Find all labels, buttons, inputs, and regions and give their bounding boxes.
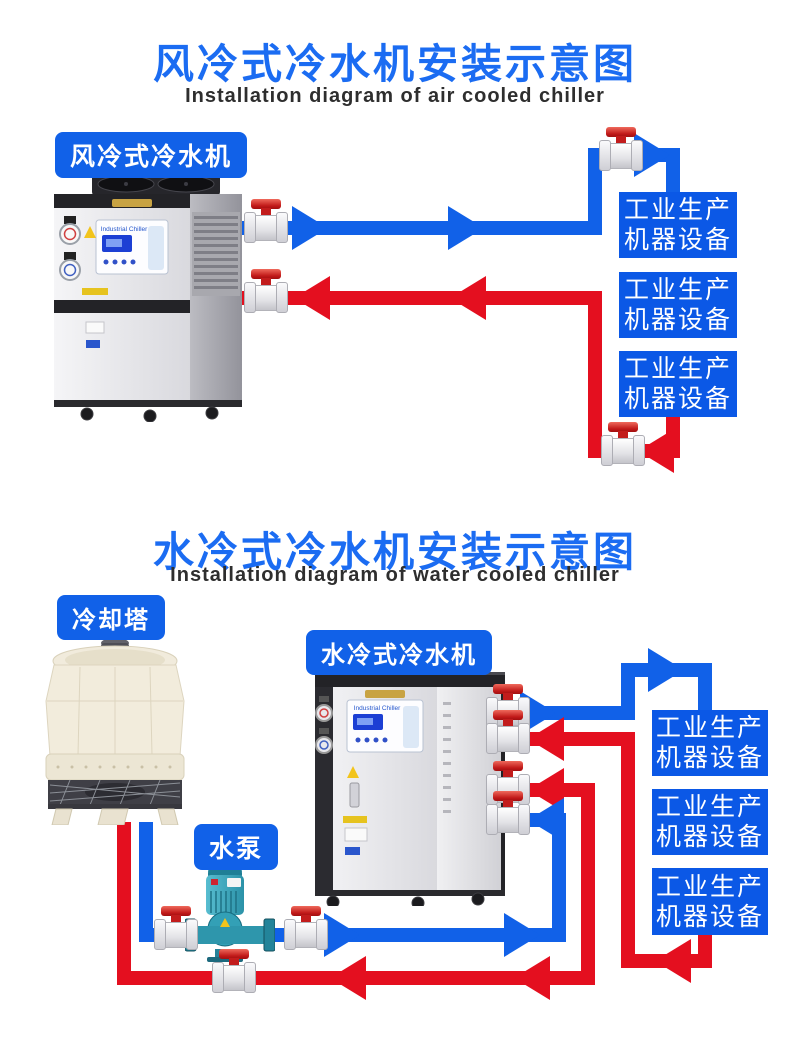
equipment-box-line1: 工业生产 [655, 714, 764, 742]
equipment-box: 工业生产 机器设备 [619, 272, 737, 338]
equipment-box-line1: 工业生产 [655, 793, 764, 821]
base-frame [54, 400, 242, 407]
pump-pipe [189, 926, 271, 944]
flow-arrow-left [450, 276, 486, 320]
mid-frame [54, 300, 190, 313]
equipment-box-line2: 机器设备 [623, 385, 732, 413]
side-vents [443, 702, 451, 813]
equipment-box-line2: 机器设备 [655, 902, 764, 931]
diagram1-subtitle: Installation diagram of air cooled chill… [185, 85, 605, 107]
flow-arrow-left [655, 939, 691, 983]
base-frame [315, 890, 505, 896]
ball-valve-icon [601, 422, 645, 466]
sticker-white [85, 321, 105, 334]
casters [326, 892, 485, 906]
diagram2-title: 水冷式冷水机安装示意图 [153, 529, 637, 575]
ball-valve-icon [486, 710, 530, 754]
pump-label: 水泵 [194, 824, 279, 870]
pipe-supply-drop-d2 [698, 663, 712, 712]
equipment-box: 工业生产 机器设备 [619, 351, 737, 417]
flow-arrow-right [448, 206, 484, 250]
tower-legs [51, 808, 179, 825]
flow-arrow-left [294, 276, 330, 320]
brand-logo [112, 199, 152, 207]
flow-arrow-left [528, 798, 564, 842]
door-handle [349, 782, 360, 808]
equipment-box-line2: 机器设备 [623, 306, 732, 334]
sticker-blue [345, 847, 360, 855]
tower-mesh [48, 779, 182, 806]
equipment-box-line1: 工业生产 [623, 196, 732, 224]
condenser-louvers [192, 212, 240, 296]
flow-arrow-left [514, 956, 550, 1000]
sticker-yellow [343, 816, 367, 823]
diagram2-subtitle: Installation diagram of water cooled chi… [170, 564, 620, 586]
pipe-condenser-riser-d2 [581, 797, 595, 985]
pipe-return-drop-d2 [698, 935, 712, 968]
ball-valve-icon [284, 906, 328, 950]
warning-triangle-icon [84, 226, 96, 238]
ball-valve-icon [244, 199, 288, 243]
pipe-supply-riser-d1 [588, 148, 602, 235]
equipment-box: 工业生产 机器设备 [652, 710, 768, 776]
pump-nameplate [227, 878, 241, 887]
sticker-yellow [82, 288, 108, 295]
pressure-gauges [315, 696, 333, 754]
equipment-box-line2: 机器设备 [655, 823, 764, 851]
equipment-box-line1: 工业生产 [623, 276, 732, 304]
equipment-box: 工业生产 机器设备 [619, 192, 737, 258]
warning-triangle-icon [347, 766, 359, 778]
flow-arrow-right [504, 913, 540, 957]
ball-valve-icon [244, 269, 288, 313]
cooling-tower-label: 冷却塔 [57, 595, 165, 640]
pipe-return-riser-d1 [588, 291, 602, 458]
flow-arrow-right [648, 648, 684, 692]
control-panel: Industrial Chiller [95, 219, 169, 275]
flow-arrow-right [292, 206, 328, 250]
pipe-tower-red-riser-d2 [117, 822, 131, 985]
equipment-box-line2: 机器设备 [655, 744, 764, 772]
casters [80, 406, 219, 422]
flow-arrow-right [324, 913, 360, 957]
pump-flange-right [263, 918, 275, 952]
flow-arrow-left [330, 956, 366, 1000]
cooling-tower-image [45, 638, 185, 825]
equipment-box-line1: 工业生产 [655, 872, 764, 901]
rivets [56, 765, 172, 769]
top-frame [315, 675, 505, 687]
pipe-return-riser-d2 [621, 746, 635, 968]
pipe-supply-main-d1 [240, 221, 602, 235]
panel-brand-text: Industrial Chiller [354, 705, 401, 712]
diagram1-title: 风冷式冷水机安装示意图 [153, 41, 637, 87]
brand-logo [365, 690, 405, 698]
pump-label-red [211, 879, 218, 885]
equipment-box-line2: 机器设备 [623, 226, 732, 254]
water-chiller-label: 水冷式冷水机 [306, 630, 492, 675]
ball-valve-icon [154, 906, 198, 950]
equipment-box: 工业生产 机器设备 [652, 789, 768, 855]
control-panel: Industrial Chiller [346, 699, 424, 753]
equipment-box: 工业生产 机器设备 [652, 868, 768, 935]
pressure-gauges [59, 216, 81, 281]
sticker-white [344, 827, 368, 842]
flow-arrow-left [528, 717, 564, 761]
air-chiller-label: 风冷式冷水机 [55, 132, 248, 178]
pipe-pump-riser-d2 [552, 827, 566, 942]
panel-brand-text: Industrial Chiller [101, 226, 148, 233]
ball-valve-icon [599, 127, 643, 171]
ball-valve-icon [212, 949, 256, 993]
equipment-box-line1: 工业生产 [623, 355, 732, 383]
water-cooled-chiller-image: Industrial Chiller [315, 672, 505, 906]
sticker-blue [86, 340, 100, 348]
pipe-tower-blue-riser-d2 [139, 822, 153, 942]
warning-triangle-icon [220, 918, 230, 927]
motor-fins [210, 891, 237, 913]
pipe-return-main-d1 [240, 291, 602, 305]
air-cooled-chiller-image: Industrial Chiller [54, 173, 242, 422]
pipe-supply-riser-d2 [621, 663, 635, 720]
ball-valve-icon [486, 791, 530, 835]
